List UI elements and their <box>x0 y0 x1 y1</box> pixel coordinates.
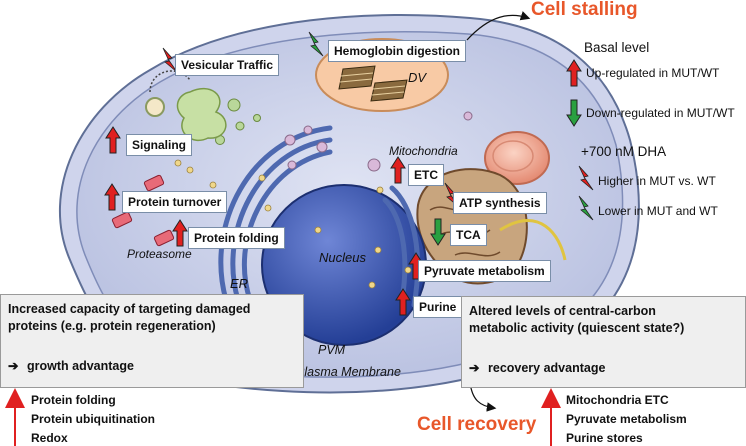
er-golgi-stacks <box>218 125 421 308</box>
legend-higher-bolt <box>578 165 594 191</box>
tag-protein-turnover: Protein turnover <box>122 191 228 213</box>
left-panel-outcome: growth advantage <box>27 359 134 373</box>
tag-etc: ETC <box>408 164 444 186</box>
left-panel-line2: proteins (e.g. protein regeneration) <box>8 319 216 333</box>
right-panel-line2: metabolic activity (quiescent state?) <box>469 321 685 335</box>
left-bullet-2: Protein ubiquitination <box>31 412 155 426</box>
cell-stalling-arrow <box>466 11 531 41</box>
legend-higher-label: Higher in MUT vs. WT <box>598 174 716 188</box>
tca-down-arrow <box>430 218 446 246</box>
vesicles <box>145 97 473 172</box>
right-bullet-3: Purine stores <box>566 431 643 445</box>
right-panel-line1: Altered levels of central-carbon <box>469 304 656 318</box>
legend-up-label: Up-regulated in MUT/WT <box>586 66 720 80</box>
hemozoin-crystals <box>338 65 408 102</box>
tag-signaling: Signaling <box>126 134 192 156</box>
hemoglobin-digestion-bolt <box>308 31 324 57</box>
right-bullet-1: Mitochondria ETC <box>566 393 669 407</box>
label-dv: DV <box>408 70 427 85</box>
right-bullet-2: Pyruvate metabolism <box>566 412 687 426</box>
er-vesicle-cluster <box>176 87 227 141</box>
label-pvm: PVM <box>318 343 346 357</box>
cell-recovery-title: Cell recovery <box>417 414 537 435</box>
proteasomes <box>111 174 175 247</box>
pink-organelle <box>484 131 550 185</box>
legend-basal-heading: Basal level <box>584 40 650 55</box>
label-nucleus: Nucleus <box>319 250 366 265</box>
tag-tca: TCA <box>450 224 487 246</box>
right-panel-outcome: recovery advantage <box>488 361 606 375</box>
etc-up-arrow <box>390 156 406 184</box>
legend-down-label: Down-regulated in MUT/WT <box>586 106 735 120</box>
legend-dha-heading: +700 nM DHA <box>581 144 667 159</box>
right-panel-arrow: ➔ <box>469 361 480 375</box>
right-summary-panel: Altered levels of central-carbon metabol… <box>461 296 746 388</box>
label-er: ER <box>230 276 249 291</box>
tag-hemoglobin-digestion: Hemoglobin digestion <box>328 40 466 62</box>
legend-up-arrow <box>566 59 582 87</box>
endocytosis-site <box>149 70 191 93</box>
tag-purine: Purine <box>413 296 463 318</box>
purine-up-arrow <box>395 288 411 316</box>
tag-atp-synthesis: ATP synthesis <box>453 192 547 214</box>
protein-folding-up-arrow <box>172 219 188 247</box>
left-bullet-1: Protein folding <box>31 393 116 407</box>
tag-pyruvate-metabolism: Pyruvate metabolism <box>418 260 551 282</box>
legend-lower-bolt <box>578 195 594 221</box>
left-bullet-3: Redox <box>31 431 68 445</box>
label-proteasome: Proteasome <box>127 247 192 261</box>
protein-turnover-up-arrow <box>104 183 120 211</box>
left-summary-panel: Increased capacity of targeting damaged … <box>0 294 304 388</box>
signaling-up-arrow <box>105 126 121 154</box>
label-mitochondria: Mitochondria <box>389 144 458 158</box>
cell-stalling-title: Cell stalling <box>531 0 638 20</box>
label-plasma-membrane: Plasma Membrane <box>296 365 401 379</box>
left-panel-arrow: ➔ <box>8 359 19 373</box>
legend-lower-label: Lower in MUT and WT <box>598 204 718 218</box>
tag-protein-folding: Protein folding <box>188 227 285 249</box>
legend-down-arrow <box>566 99 582 127</box>
left-panel-line1: Increased capacity of targeting damaged <box>8 302 251 316</box>
tag-vesicular-traffic: Vesicular Traffic <box>175 54 280 76</box>
